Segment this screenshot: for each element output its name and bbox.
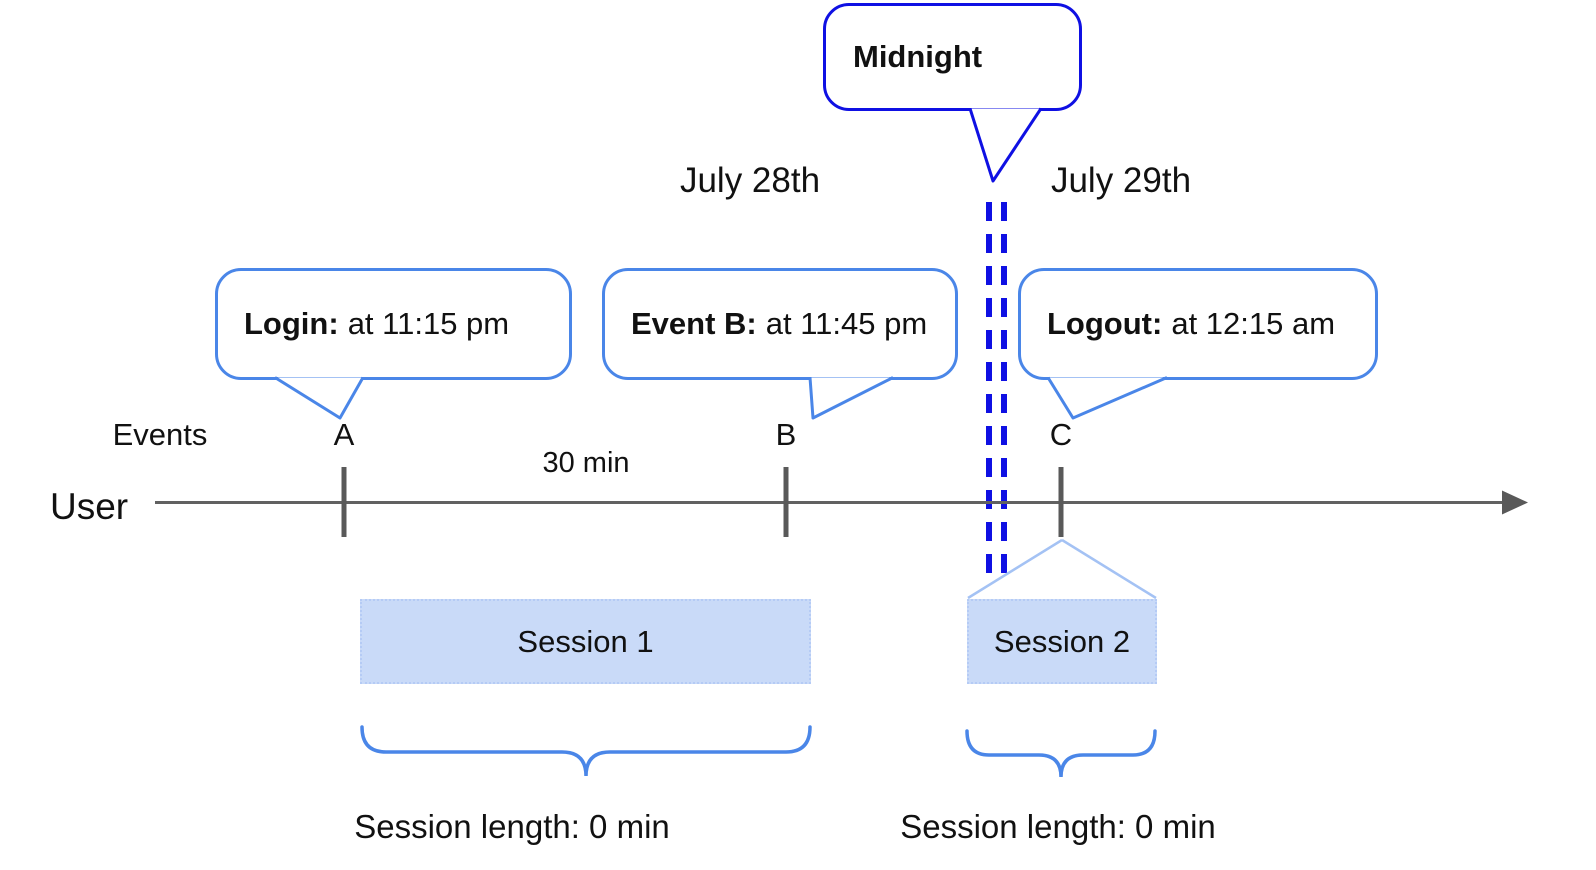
login-callout-title: Login:	[244, 306, 339, 341]
login-callout-bubble: Login: at 11:15 pm	[215, 268, 572, 380]
session-2-connector-triangle	[967, 538, 1157, 600]
interval-label-30-min: 30 min	[542, 447, 630, 479]
event-marker-a: A	[333, 417, 355, 452]
event-b-callout-title: Event B:	[631, 306, 757, 341]
midnight-label: Midnight	[853, 39, 983, 74]
session-2-brace	[965, 729, 1157, 778]
event-b-callout-tail	[808, 376, 894, 420]
login-callout-tail	[274, 376, 365, 420]
event-b-callout-detail: at 11:45 pm	[765, 306, 928, 341]
date-label-july-28: July 28th	[679, 161, 821, 200]
login-callout-detail: at 11:15 pm	[347, 306, 510, 341]
session-1-box: Session 1	[360, 599, 811, 684]
timeline-arrowhead-icon	[1502, 490, 1528, 515]
date-label-july-29: July 29th	[1050, 161, 1192, 200]
events-row-label: Events	[112, 417, 208, 452]
logout-callout-bubble: Logout: at 12:15 am	[1018, 268, 1378, 380]
session-1-brace	[360, 725, 812, 777]
session-2-length-label: Session length: 0 min	[900, 808, 1216, 845]
event-marker-c: C	[1049, 417, 1073, 452]
session-1-length-label: Session length: 0 min	[354, 808, 670, 845]
session-2-box: Session 2	[967, 599, 1157, 684]
user-axis-label: User	[50, 486, 129, 527]
session-1-label: Session 1	[517, 623, 654, 659]
session-2-label: Session 2	[993, 623, 1131, 659]
logout-callout-tail	[1046, 376, 1168, 420]
midnight-callout-bubble: Midnight	[823, 3, 1082, 111]
event-marker-b: B	[775, 417, 797, 452]
event-b-callout-bubble: Event B: at 11:45 pm	[602, 268, 958, 380]
logout-callout-detail: at 12:15 am	[1171, 306, 1336, 341]
logout-callout-title: Logout:	[1047, 306, 1163, 341]
